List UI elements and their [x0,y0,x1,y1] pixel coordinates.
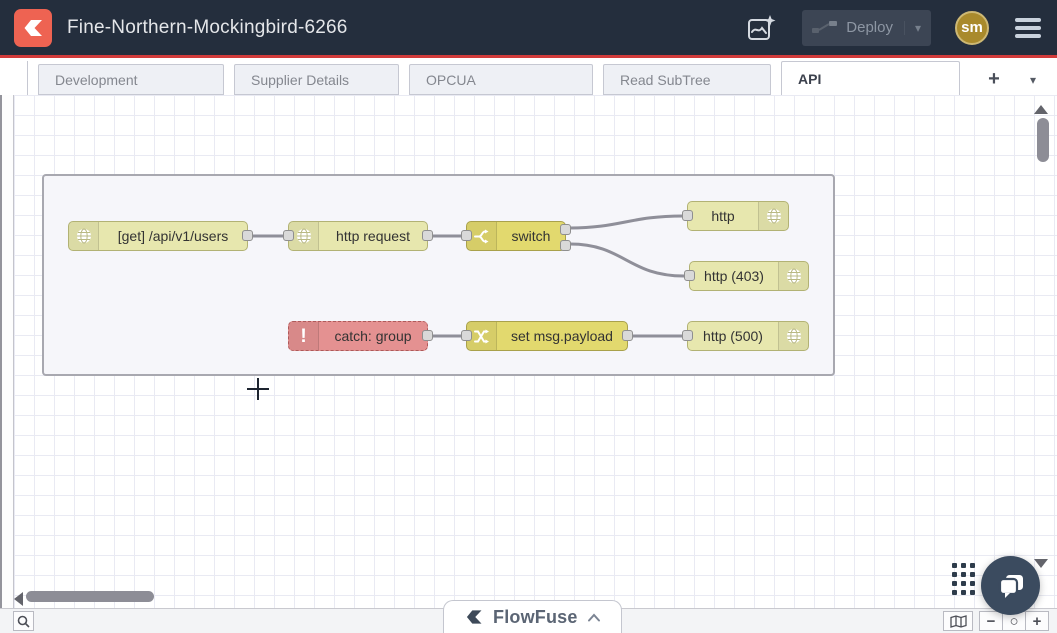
fork-icon [467,222,497,250]
exclamation-glyph: ! [300,325,307,347]
globe-icon [289,222,319,250]
globe-icon [69,222,99,250]
node-change[interactable]: set msg.payload [461,321,633,351]
tab-label: Development [55,71,138,88]
footer-controls: − ○ + [943,611,1049,631]
node-label: http [711,208,735,224]
search-button[interactable] [13,611,34,631]
chat-launcher-button[interactable] [981,556,1040,615]
output-port-2[interactable] [560,240,571,251]
exclamation-icon: ! [289,322,319,350]
output-port[interactable] [422,230,433,241]
deploy-caret-icon[interactable]: ▾ [903,20,921,35]
tab-label: Read SubTree [620,71,711,88]
node-label: http (500) [703,328,763,344]
flowfuse-mark-icon [466,610,482,624]
output-port[interactable] [622,330,633,341]
vscroll-up-arrow[interactable] [1034,105,1048,114]
palette-edge [0,95,14,608]
tab-api-active[interactable]: API [781,61,960,95]
instance-title: Fine-Northern-Mockingbird-6266 [67,16,348,38]
main-menu-icon[interactable] [1013,16,1043,40]
zoom-in-button[interactable]: + [1025,611,1049,631]
node-label: http (403) [704,268,764,284]
vscroll-down-arrow[interactable] [1034,559,1048,568]
zoom-out-button[interactable]: − [979,611,1003,631]
flowfuse-toolbar-toggle[interactable]: FlowFuse [443,600,622,633]
hscroll-thumb[interactable] [26,591,154,602]
tab-read-subtree[interactable]: Read SubTree [603,64,771,95]
node-http-response-500[interactable]: http (500) [682,321,809,351]
tab-development[interactable]: Development [38,64,224,95]
node-label: catch: group [334,328,412,344]
vscroll-thumb[interactable] [1037,118,1049,162]
node-label: http request [336,228,410,244]
deploy-label: Deploy [846,19,893,36]
node-http-request[interactable]: http request [283,221,433,251]
deploy-button[interactable]: Deploy ▾ [802,9,931,46]
flowfuse-logo[interactable] [14,8,52,47]
globe-icon [778,322,808,350]
node-label: switch [511,228,551,244]
node-label: [get] /api/v1/users [117,228,229,244]
shuffle-icon [467,322,497,350]
input-port[interactable] [461,330,472,341]
node-http-response[interactable]: http [682,201,789,231]
tab-list-caret-icon[interactable]: ▾ [1029,72,1037,87]
input-port[interactable] [461,230,472,241]
input-port[interactable] [682,330,693,341]
node-label: set msg.payload [511,328,613,344]
chevron-up-icon [587,613,600,621]
tab-label: API [798,70,822,87]
input-port[interactable] [682,210,693,221]
avatar-initials: sm [961,19,983,36]
flowfuse-logo-icon [24,19,42,36]
deploy-nodes-icon [812,21,838,33]
tab-opcua[interactable]: OPCUA [409,64,593,95]
node-http-in[interactable]: [get] /api/v1/users [68,221,253,251]
flow-canvas[interactable]: [get] /api/v1/users http request switch [0,95,1057,608]
flowfuse-label: FlowFuse [493,606,578,627]
header-actions: Deploy ▾ sm [746,9,1043,46]
map-icon [949,614,967,628]
user-avatar[interactable]: sm [955,10,989,45]
input-port[interactable] [283,230,294,241]
search-icon [17,615,30,628]
output-port-1[interactable] [560,224,571,235]
tabbar-spacer [0,61,28,95]
crosshair-cursor [247,378,269,400]
ai-assistant-icon[interactable] [746,13,778,43]
node-switch[interactable]: switch [461,221,571,251]
add-tab-button[interactable]: + [988,68,1000,90]
tab-supplier-details[interactable]: Supplier Details [234,64,399,95]
drag-handle-dots[interactable] [952,563,975,595]
input-port[interactable] [684,270,695,281]
tab-label: Supplier Details [251,71,350,88]
node-http-response-403[interactable]: http (403) [684,261,809,291]
chat-bubble-icon [998,574,1023,598]
tab-label: OPCUA [426,71,476,88]
navigator-button[interactable] [943,611,973,631]
workspace-tabbar: Development Supplier Details OPCUA Read … [0,61,1057,95]
hscroll-left-arrow[interactable] [14,592,23,606]
output-port[interactable] [422,330,433,341]
node-catch[interactable]: ! catch: group [288,321,433,351]
output-port[interactable] [242,230,253,241]
globe-icon [758,202,788,230]
globe-icon [778,262,808,290]
header-bar: Fine-Northern-Mockingbird-6266 Deploy ▾ [0,0,1057,58]
